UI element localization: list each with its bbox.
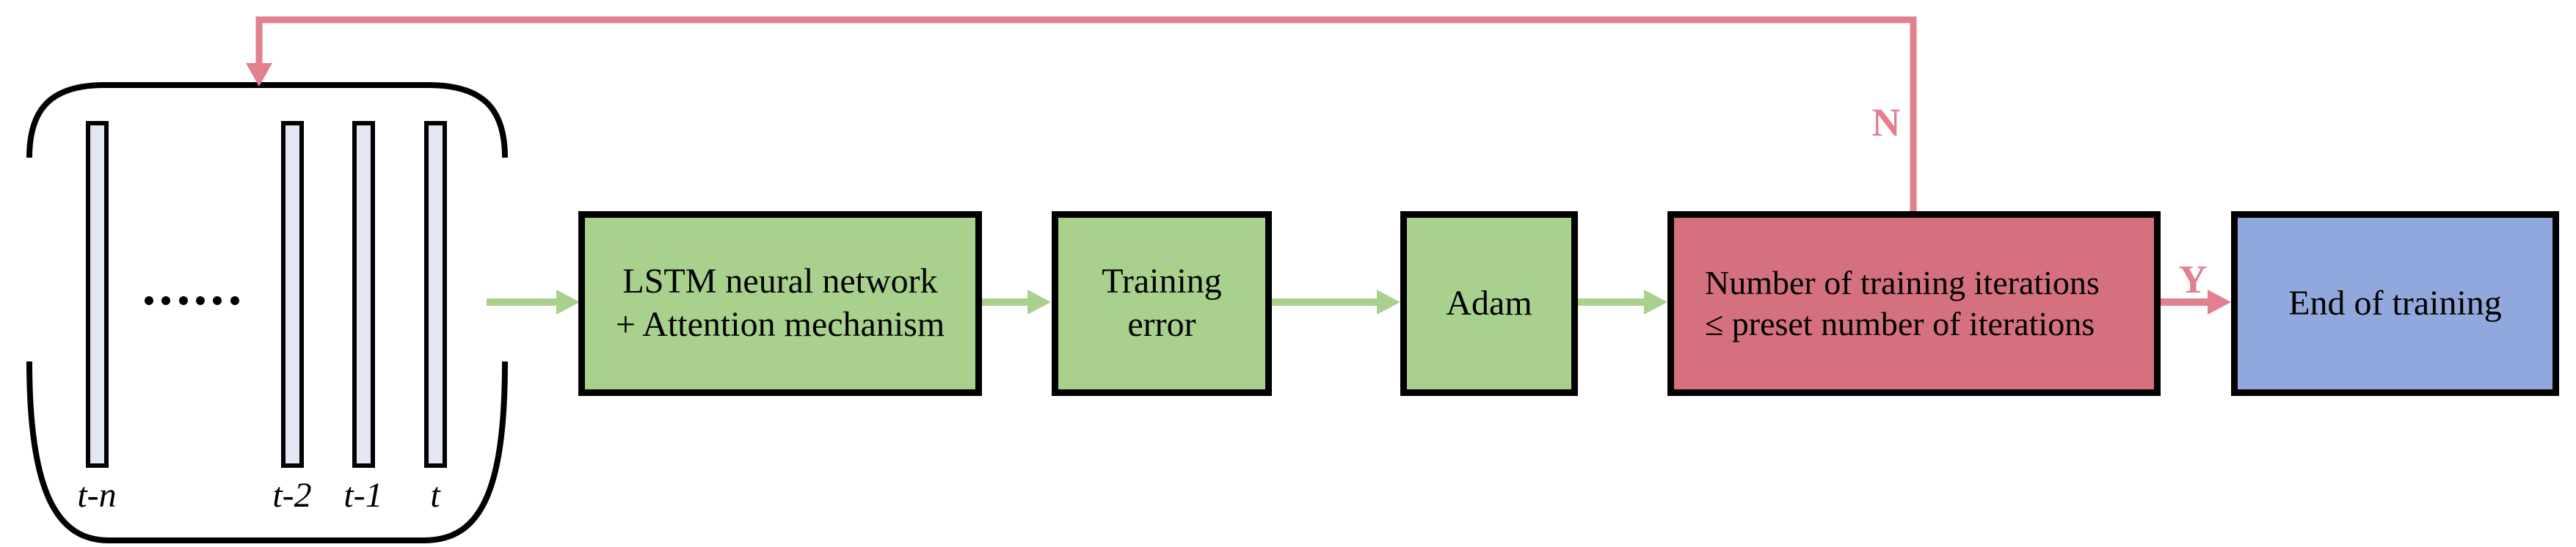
feedback-loop-arrow [246, 16, 1917, 212]
input-bar-t-2 [281, 121, 304, 468]
process-box-training-error: Training error [1052, 211, 1272, 396]
input-bracket-top [26, 82, 508, 158]
terminal-box-end-of-training: End of training [2231, 211, 2559, 396]
ellipsis-dots [145, 296, 239, 305]
bar-label-t: t [430, 476, 440, 515]
flow-arrow-adam-to-iteration-check [1578, 290, 1667, 315]
bar-label-t-2: t-2 [272, 476, 312, 515]
flow-arrow-input-to-lstm [487, 290, 580, 315]
branch-label-yes: Y [2178, 257, 2208, 301]
flow-arrow-training-error-to-adam [1272, 290, 1400, 315]
bar-label-t-n: t-n [77, 476, 117, 515]
branch-label-no: N [1871, 100, 1901, 144]
end-of-training-label: End of training [2288, 283, 2502, 323]
training-error-label-line1: Training [1102, 262, 1222, 301]
lstm-label-line2: + Attention mechanism [615, 305, 945, 344]
input-bar-t [424, 121, 447, 468]
process-box-adam: Adam [1400, 211, 1578, 396]
input-bracket-bottom [26, 361, 508, 543]
input-bar-t-1 [352, 121, 375, 468]
iteration-check-label-line2: ≤ preset number of iterations [1705, 305, 2095, 342]
training-error-label-line2: error [1127, 305, 1196, 344]
flow-arrow-lstm-to-training-error [982, 290, 1051, 315]
yes-arrow-to-end [2161, 290, 2231, 315]
adam-label: Adam [1446, 283, 1532, 323]
bar-label-t-1: t-1 [343, 476, 383, 515]
decision-box-iteration-check: Number of training iterations ≤ preset n… [1667, 211, 2161, 396]
iteration-check-label-line1: Number of training iterations [1705, 263, 2100, 301]
lstm-label-line1: LSTM neural network [622, 262, 938, 301]
process-box-lstm-attention: LSTM neural network + Attention mechanis… [578, 211, 982, 396]
input-bar-t-n [86, 121, 109, 468]
